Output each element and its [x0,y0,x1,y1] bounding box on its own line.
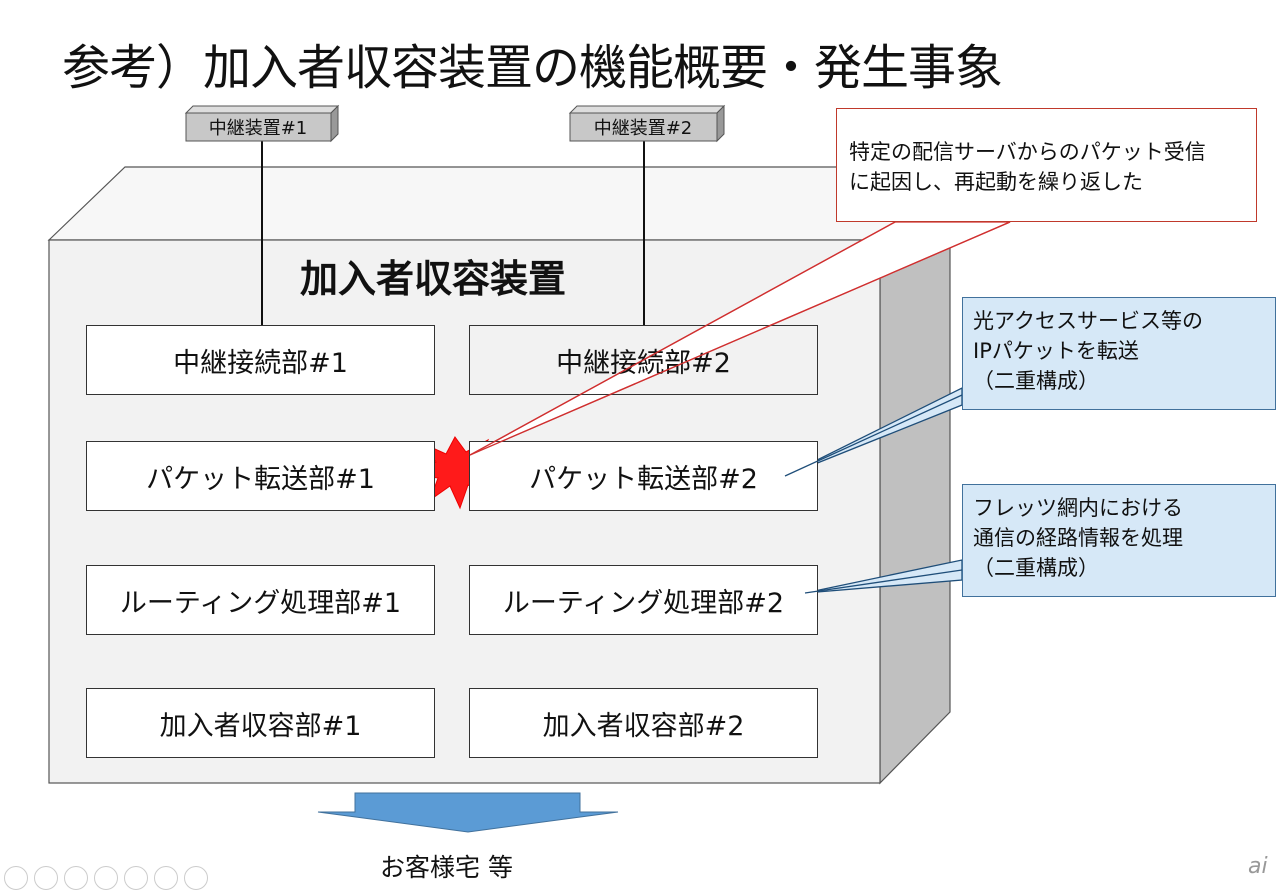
routing-line-1: フレッツ網内における [973,496,1183,520]
pen-icon[interactable] [64,866,88,890]
routing-line-3: （二重構成） [973,556,1099,580]
relay-box-1-side [330,104,339,143]
unit-packet-forward-2: パケット転送部#2 [469,441,818,511]
relay-box-2 [568,105,726,114]
relay-device-2: 中継装置#2 [593,118,693,139]
logo: ai [1248,854,1268,879]
down-arrow-icon [317,792,619,833]
device-top-face [47,166,952,241]
relay-device-1: 中継装置#1 [208,118,308,139]
unit-packet-forward-1: パケット転送部#1 [86,441,435,511]
destination-label: お客様宅 等 [380,853,513,882]
packet-line-2: IPパケットを転送 [973,339,1139,363]
slideshow-toolbar [4,866,208,890]
slide-title: 参考）加入者収容装置の機能概要・発生事象 [62,40,1003,96]
unit-subscriber-1: 加入者収容部#1 [86,688,435,758]
packet-line-1: 光アクセスサービス等の [973,309,1203,333]
next-icon[interactable] [34,866,58,890]
unit-routing-1: ルーティング処理部#1 [86,565,435,635]
unit-relay-connect-2: 中継接続部#2 [469,325,818,395]
unit-routing-2: ルーティング処理部#2 [469,565,818,635]
routing-callout: フレッツ網内における 通信の経路情報を処理 （二重構成） [962,484,1276,597]
device-title: 加入者収容装置 [300,257,567,301]
relay-box-2-side [716,104,725,143]
more-icon[interactable] [184,866,208,890]
relay-box-2-front [569,112,718,142]
packet-line-3: （二重構成） [973,369,1099,393]
camera-off-icon[interactable] [154,866,178,890]
zoom-icon[interactable] [124,866,148,890]
previous-icon[interactable] [4,866,28,890]
unit-subscriber-2: 加入者収容部#2 [469,688,818,758]
routing-line-2: 通信の経路情報を処理 [973,526,1183,550]
packet-callout: 光アクセスサービス等の IPパケットを転送 （二重構成） [962,297,1276,410]
relay-box-1 [184,105,340,114]
slides-grid-icon[interactable] [94,866,118,890]
relay-box-1-front [185,112,332,142]
incident-line-1: 特定の配信サーバからのパケット受信 [849,140,1206,164]
unit-relay-connect-1: 中継接続部#1 [86,325,435,395]
incident-line-2: に起因し、再起動を繰り返した [849,170,1143,194]
incident-callout: 特定の配信サーバからのパケット受信 に起因し、再起動を繰り返した [836,108,1257,222]
